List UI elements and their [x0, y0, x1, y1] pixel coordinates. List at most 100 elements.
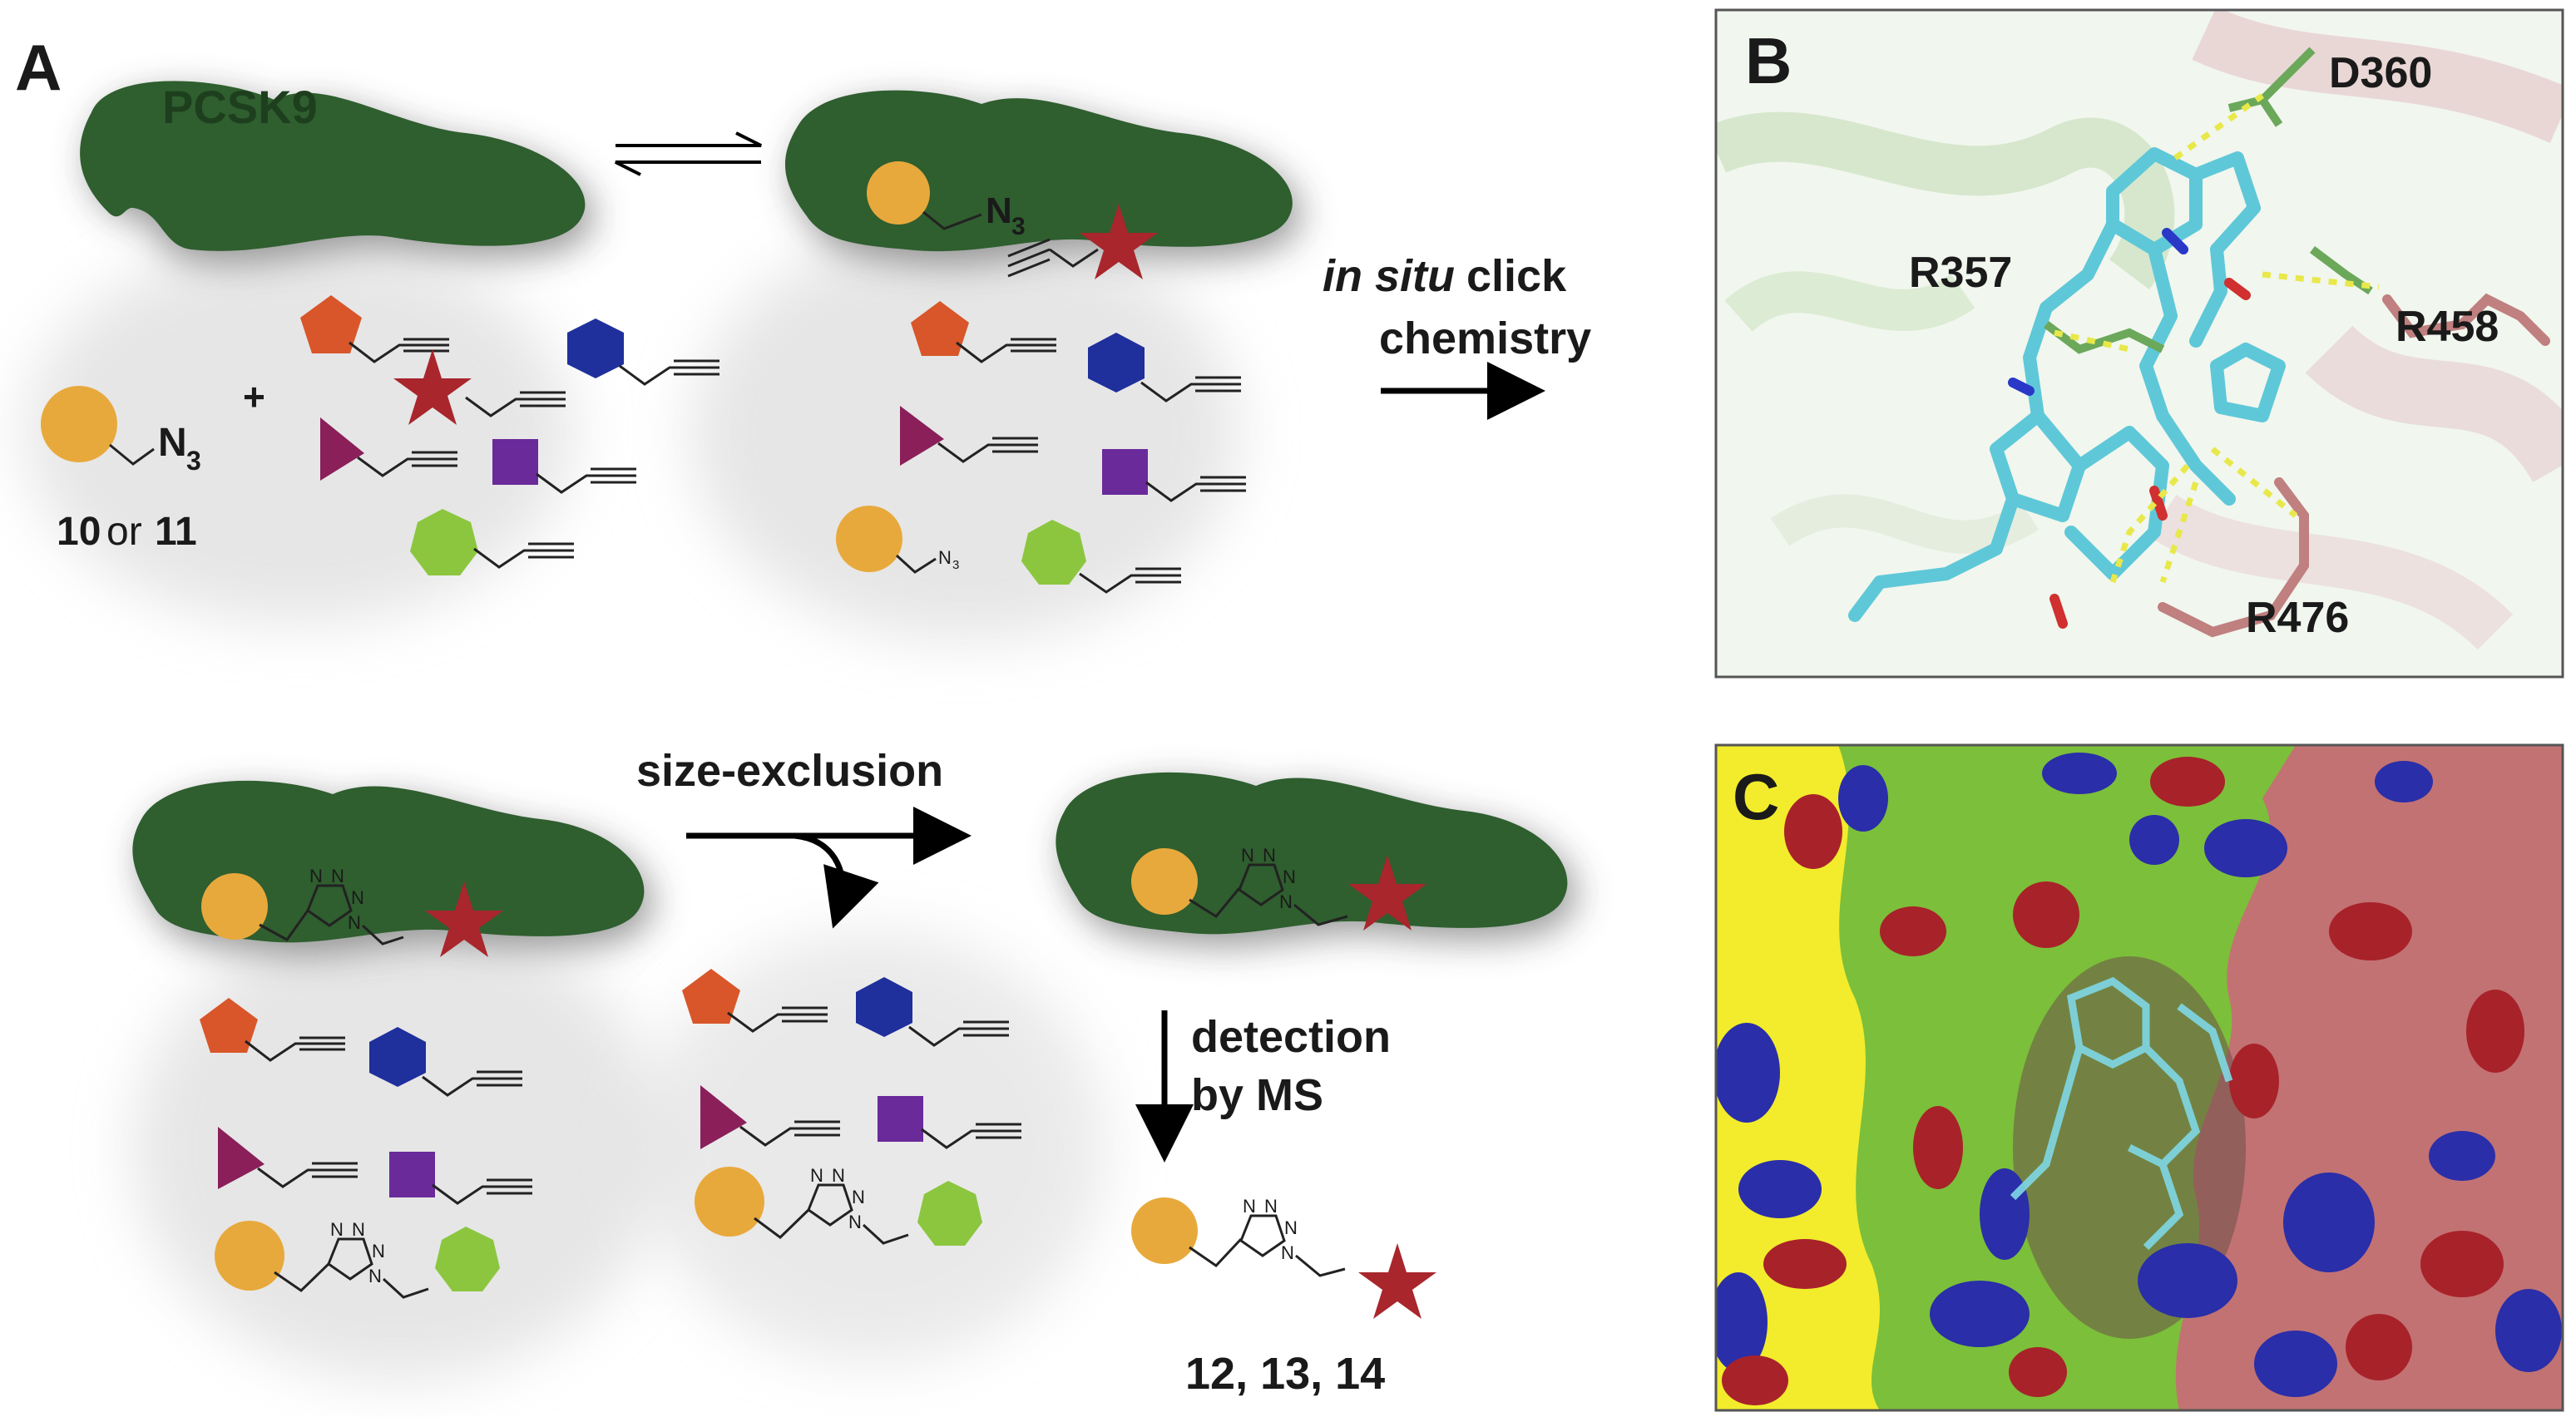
detection-line2: by MS [1191, 1070, 1323, 1120]
pentagon-icon [682, 969, 740, 1024]
svg-text:N: N [331, 866, 344, 886]
compound-11: 11 [155, 510, 197, 554]
residue-r357: R357 [1909, 249, 2012, 297]
compound-10: 10 [57, 510, 101, 554]
ligand-in-pocket [2010, 976, 2233, 1251]
detection-group: detection by MS [1135, 1010, 1391, 1163]
residue-sticks [2158, 293, 2550, 638]
triazole-icon: N N N N [1239, 1196, 1346, 1277]
square-icon [389, 1152, 435, 1197]
azide-circle [836, 506, 902, 572]
azide-circle [695, 1167, 764, 1237]
svg-text:N: N [1279, 891, 1293, 912]
library-top-right: N 3 [836, 301, 1246, 594]
residue-r458: R458 [2396, 303, 2499, 351]
star-icon [393, 349, 472, 425]
triangle-icon [700, 1085, 747, 1149]
star-icon [1348, 855, 1426, 931]
reaction-chemistry: chemistry [1379, 314, 1591, 363]
bound-star [1080, 204, 1158, 279]
svg-text:N: N [1284, 1217, 1298, 1238]
protein-label: PCSK9 [162, 81, 318, 133]
hexagon-icon [1088, 333, 1145, 393]
size-exclusion-label: size-exclusion [636, 746, 943, 796]
hbond-dashes [2054, 93, 2380, 584]
azide-sub: 3 [186, 446, 201, 476]
azide-circle [215, 1221, 284, 1291]
square-icon [878, 1096, 923, 1142]
panel-b-letter: B [1745, 24, 1792, 97]
azide-circle [41, 386, 117, 462]
heptagon-icon [435, 1227, 500, 1291]
triangle-icon [900, 406, 944, 466]
svg-text:N: N [810, 1165, 823, 1186]
library-bottom-middle: N N N N [682, 969, 1021, 1246]
svg-text:N: N [848, 1212, 862, 1232]
bound-azide-sub: 3 [1011, 213, 1026, 240]
svg-text:N: N [852, 1187, 865, 1207]
detected-product: N N N N 12, 13, 14 [1131, 1196, 1436, 1399]
svg-text:N: N [1241, 845, 1254, 866]
azide-reagent: N 3 + 10 or 11 [41, 375, 265, 554]
star-icon [425, 881, 503, 957]
azide-circle [1131, 1197, 1198, 1264]
hexagon-icon [856, 977, 912, 1037]
azide-circle [867, 161, 930, 225]
panel-b: B D360 R357 R458 R476 [1714, 8, 2564, 679]
protein-bottom-right: N N N N [1056, 772, 1576, 946]
plus-sign: + [243, 375, 265, 418]
svg-text:N: N [1283, 866, 1296, 887]
shadow-blob [640, 931, 1106, 1364]
detection-line1: detection [1191, 1012, 1391, 1062]
pentagon-icon [911, 301, 969, 356]
star-icon [1358, 1243, 1436, 1319]
triangle-icon [320, 417, 364, 481]
heptagon-icon [1021, 520, 1086, 585]
square-icon [1102, 449, 1148, 495]
panel-a-letter: A [15, 31, 62, 104]
residue-r476: R476 [2246, 594, 2349, 642]
shadow-blob [690, 225, 1239, 640]
panel-a: A PCSK9 N 3 [15, 31, 1591, 1399]
hexagon-icon [567, 318, 624, 378]
protein-pcsk9-free: PCSK9 [80, 81, 594, 263]
azide-circle [1131, 848, 1198, 915]
shadow-blob [133, 915, 665, 1380]
azide-circle [201, 873, 268, 940]
triazole-icon: N N N N [306, 866, 404, 945]
svg-text:N: N [1243, 1196, 1256, 1217]
svg-text:N: N [351, 887, 364, 908]
reaction-italic: in situ [1323, 251, 1455, 301]
svg-text:N: N [330, 1219, 344, 1240]
surface-red-patches [1722, 757, 2524, 1405]
compound-or: or [106, 510, 142, 554]
small-azide-sub: 3 [952, 558, 959, 572]
size-exclusion-group: size-exclusion [636, 746, 972, 929]
svg-text:N: N [368, 1266, 382, 1286]
reaction-click: click [1466, 251, 1567, 301]
exclusion-curve-arrow [794, 832, 879, 929]
svg-text:N: N [352, 1219, 365, 1240]
ligand-sticks [1848, 147, 2286, 622]
svg-text:N: N [372, 1241, 385, 1261]
svg-text:N: N [1264, 1196, 1278, 1217]
svg-text:N: N [348, 912, 361, 933]
triazole-icon: N N N N [327, 1219, 429, 1299]
triangle-icon [218, 1127, 265, 1189]
svg-text:N: N [1263, 845, 1276, 866]
residue-d360: D360 [2329, 49, 2432, 97]
azide-label: N [158, 421, 187, 465]
product-numbers: 12, 13, 14 [1185, 1349, 1385, 1399]
protein-bottom-left: N N N N [132, 780, 653, 957]
protein-pcsk9-bound: N 3 [784, 90, 1301, 279]
square-icon [492, 439, 538, 485]
panel-c-letter: C [1733, 760, 1779, 833]
library-top-left [300, 295, 719, 575]
hexagon-icon [369, 1027, 426, 1087]
pentagon-icon [200, 998, 258, 1053]
surface-blue-patches [1716, 753, 2562, 1397]
triazole-icon: N N N N [807, 1165, 909, 1245]
small-azide-label: N [938, 547, 952, 568]
